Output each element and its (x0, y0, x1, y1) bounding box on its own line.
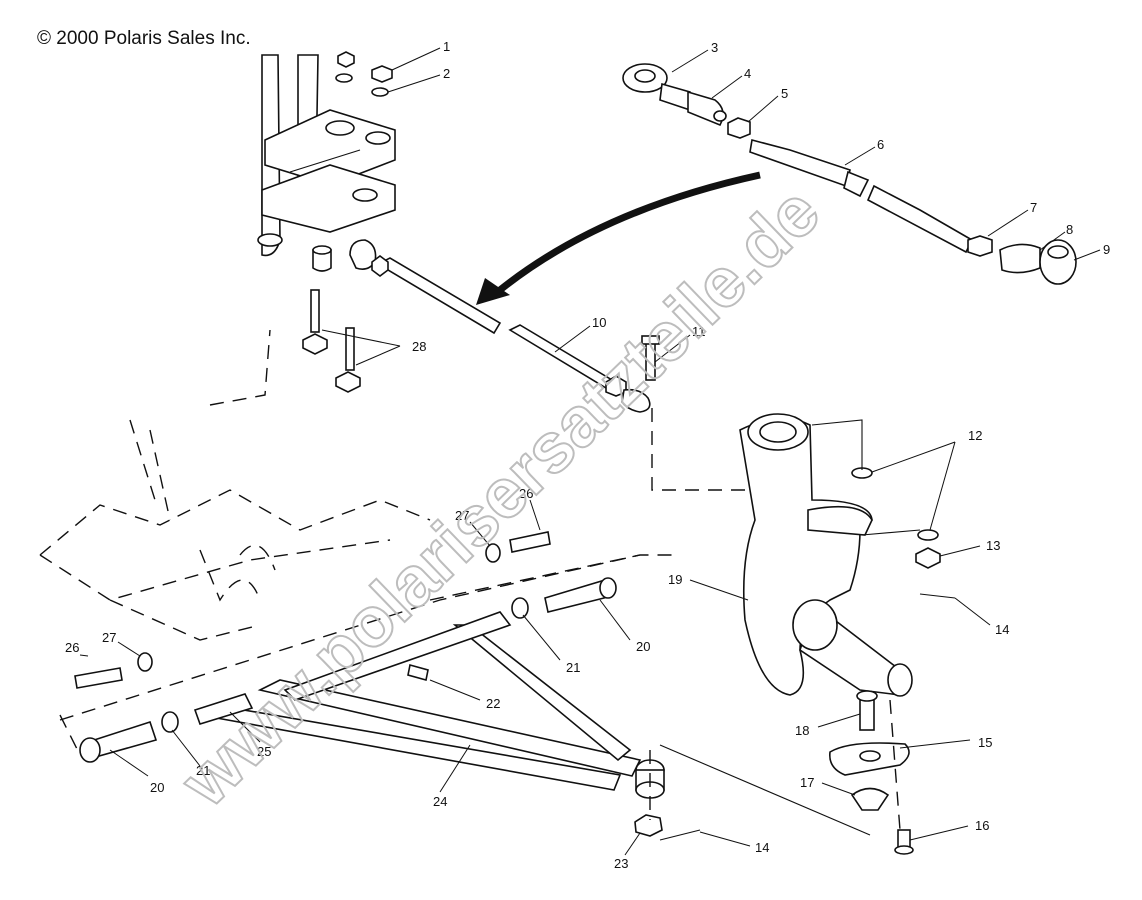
a-arm-24 (197, 611, 665, 799)
watermark: www.polarisersatzteile.de (166, 172, 835, 822)
callout-28: 28 (412, 339, 426, 354)
grease-fitting-22 (407, 663, 429, 682)
callout-26-right: 26 (519, 486, 533, 501)
callout-24: 24 (433, 794, 447, 809)
bolt-26 (74, 531, 551, 689)
callout-19: 19 (668, 572, 682, 587)
rod-end-9 (1039, 239, 1077, 285)
callout-7: 7 (1030, 200, 1037, 215)
callout-2: 2 (443, 66, 450, 81)
rod-end-3 (622, 63, 691, 112)
nut-13 (915, 547, 941, 569)
callout-11: 11 (692, 324, 706, 339)
tie-rod-10 (371, 255, 651, 413)
callout-27-left: 27 (102, 630, 116, 645)
bolt-11 (641, 335, 660, 381)
adjuster-6 (749, 139, 974, 254)
callout-22: 22 (486, 696, 500, 711)
bolt-18 (856, 690, 878, 731)
callout-8: 8 (1066, 222, 1073, 237)
copyright-notice: © 2000 Polaris Sales Inc. (37, 28, 251, 49)
nut-5 (727, 117, 751, 139)
callout-16: 16 (975, 818, 989, 833)
callout-13: 13 (986, 538, 1000, 553)
spindle-19 (739, 413, 913, 697)
callout-21-left: 21 (196, 763, 210, 778)
callout-27-right: 27 (455, 508, 469, 523)
callout-15: 15 (978, 735, 992, 750)
bushing-20 (79, 577, 617, 763)
callout-14-upper: 14 (995, 622, 1009, 637)
callout-18: 18 (795, 723, 809, 738)
cotter-pin-14 (659, 593, 956, 841)
jam-nut-4 (687, 90, 727, 127)
rod-end-8 (999, 243, 1041, 274)
castle-nut-23 (634, 814, 663, 837)
washer-21 (161, 597, 529, 733)
callout-5: 5 (781, 86, 788, 101)
bolt-28 (302, 289, 361, 393)
ball-joint-17 (850, 787, 890, 811)
callout-6: 6 (877, 137, 884, 152)
callout-1: 1 (443, 39, 450, 54)
callout-26-left: 26 (65, 640, 79, 655)
assembly-thin-lines (659, 419, 921, 836)
callout-4: 4 (744, 66, 751, 81)
callout-23: 23 (614, 856, 628, 871)
frame-outline (39, 329, 680, 756)
assembly-lines (649, 408, 901, 831)
direction-arrow (476, 171, 761, 305)
callout-25: 25 (257, 744, 271, 759)
callout-20-right: 20 (636, 639, 650, 654)
callout-9: 9 (1103, 242, 1110, 257)
callout-21-right: 21 (566, 660, 580, 675)
sleeve-25 (193, 693, 254, 725)
nut-7 (967, 235, 993, 257)
callout-10: 10 (592, 315, 606, 330)
nut-1 (337, 51, 393, 83)
callout-17: 17 (800, 775, 814, 790)
tie-rod-bushings (312, 239, 377, 272)
callout-20-left: 20 (150, 780, 164, 795)
plate-15 (828, 742, 910, 776)
callout-14-lower: 14 (755, 840, 769, 855)
callout-12: 12 (968, 428, 982, 443)
callouts: 1 2 3 4 5 6 7 8 9 10 11 12 13 (65, 39, 1110, 871)
washer-27 (137, 543, 501, 672)
steering-clamp (261, 109, 396, 233)
bolt-16 (894, 829, 914, 855)
callout-3: 3 (711, 40, 718, 55)
